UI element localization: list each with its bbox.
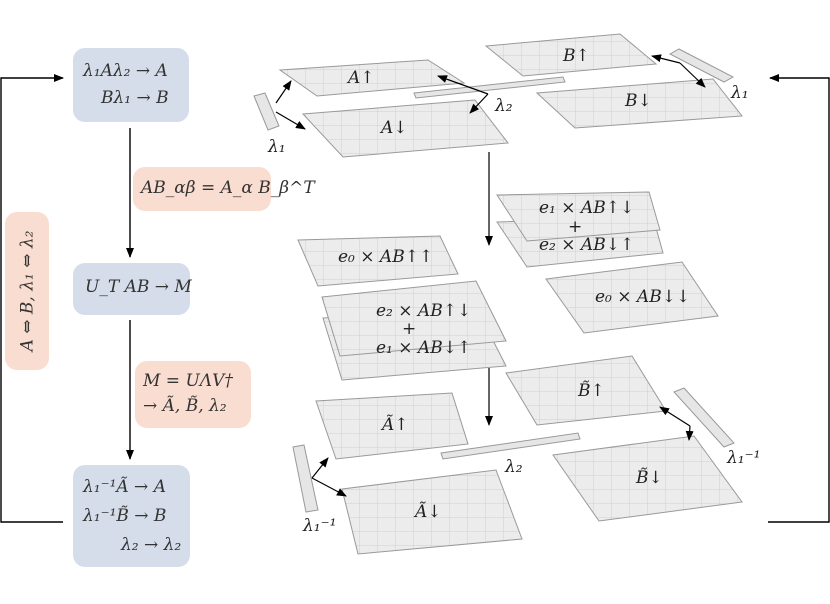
label-bt-down: B̃↓ (635, 468, 663, 488)
tensor-e0-downdown (545, 261, 719, 334)
label-lambda1-inv-right: λ₁⁻¹ (726, 448, 760, 468)
tensor-b-up (484, 33, 658, 77)
output-line-1: λ₁⁻¹Ã → A (83, 477, 166, 497)
label-a-down: A↓ (379, 118, 408, 138)
label-bt-up: B̃↑ (577, 381, 605, 401)
svd-formula-line-1: M = UΛV† (143, 371, 233, 391)
label-at-up: Ã↑ (380, 414, 409, 435)
input-box: λ₁Aλ₂ → A Bλ₁ → B (73, 48, 189, 122)
swap-label-box: A ⇔ B, λ₁ ⇔ λ₂ (5, 212, 49, 370)
label-lambda2-bottom: λ₂ (504, 457, 523, 477)
tensor-a-up (278, 59, 466, 97)
tensor-at-down (341, 469, 523, 555)
bond-arrow (311, 457, 329, 479)
label-lambda1-inv-left: λ₁⁻¹ (302, 516, 336, 536)
label-lambda1-left: λ₁ (267, 137, 286, 157)
label-a-up: A↑ (346, 68, 375, 88)
tensor-b-down (535, 78, 743, 129)
tensor-a-down (301, 99, 509, 158)
output-line-2: λ₁⁻¹B̃ → B (83, 506, 167, 526)
label-e0-upup: e₀ × AB↑↑ (338, 247, 433, 267)
transform-formula: U_T AB → M (85, 277, 192, 297)
bond-arrow (311, 477, 347, 497)
feedback-loop-right (768, 74, 830, 523)
tensor-e1-stack-front (496, 191, 661, 242)
input-line-2: Bλ₁ → B (101, 88, 169, 108)
label-lambda1-right: λ₁ (730, 83, 749, 103)
lambda2-bond-top (413, 76, 566, 99)
label-e1-stack-2: e₂ × AB↓↑ (539, 235, 634, 255)
bond-arrow (659, 406, 691, 427)
output-line-3: λ₂ → λ₂ (121, 535, 182, 555)
bond-arrow (685, 425, 694, 441)
feedback-loop-left (0, 74, 64, 523)
lambda1-inv-bond-right (673, 387, 735, 448)
tensor-e0-upup (297, 235, 459, 287)
label-e1-stack-1: e₁ × AB↑↓ (539, 198, 634, 218)
label-e0-downdown: e₀ × AB↓↓ (595, 287, 690, 307)
label-at-down: Ã↓ (413, 501, 442, 522)
tensor-e2-stack-front (321, 280, 507, 357)
svd-formula-line-2: → Ã, B̃, λ₂ (143, 396, 227, 416)
svd-formula-box: M = UΛV† → Ã, B̃, λ₂ (135, 361, 251, 428)
bond-arrow (275, 80, 292, 104)
bond-arrow (651, 54, 681, 64)
label-e2-stack-1: e₂ × AB↑↓ (376, 301, 471, 321)
bond-arrow (437, 75, 489, 95)
output-box: λ₁⁻¹Ã → A λ₁⁻¹B̃ → B λ₂ → λ₂ (73, 465, 190, 567)
input-line-1: λ₁Aλ₂ → A (83, 61, 168, 81)
lambda1-bond-left (253, 92, 280, 131)
label-b-down: B↓ (624, 91, 652, 111)
lambda1-bond-right (668, 48, 735, 83)
bond-arrow (679, 62, 706, 88)
bond-arrow (275, 111, 306, 130)
lambda2-bond-bottom (440, 432, 581, 460)
label-b-up: B↑ (562, 46, 590, 66)
transform-box: U_T AB → M (73, 263, 192, 315)
label-e2-stack-2: e₁ × AB↓↑ (376, 338, 471, 358)
bond-arrow (469, 93, 489, 114)
lambda1-inv-bond-left (292, 444, 319, 513)
label-lambda2-top: λ₂ (494, 96, 513, 116)
tensor-at-up (315, 392, 469, 460)
label-e2-stack-plus: + (402, 319, 416, 339)
tensor-bt-down (552, 435, 743, 522)
label-e1-stack-plus: + (568, 217, 582, 237)
